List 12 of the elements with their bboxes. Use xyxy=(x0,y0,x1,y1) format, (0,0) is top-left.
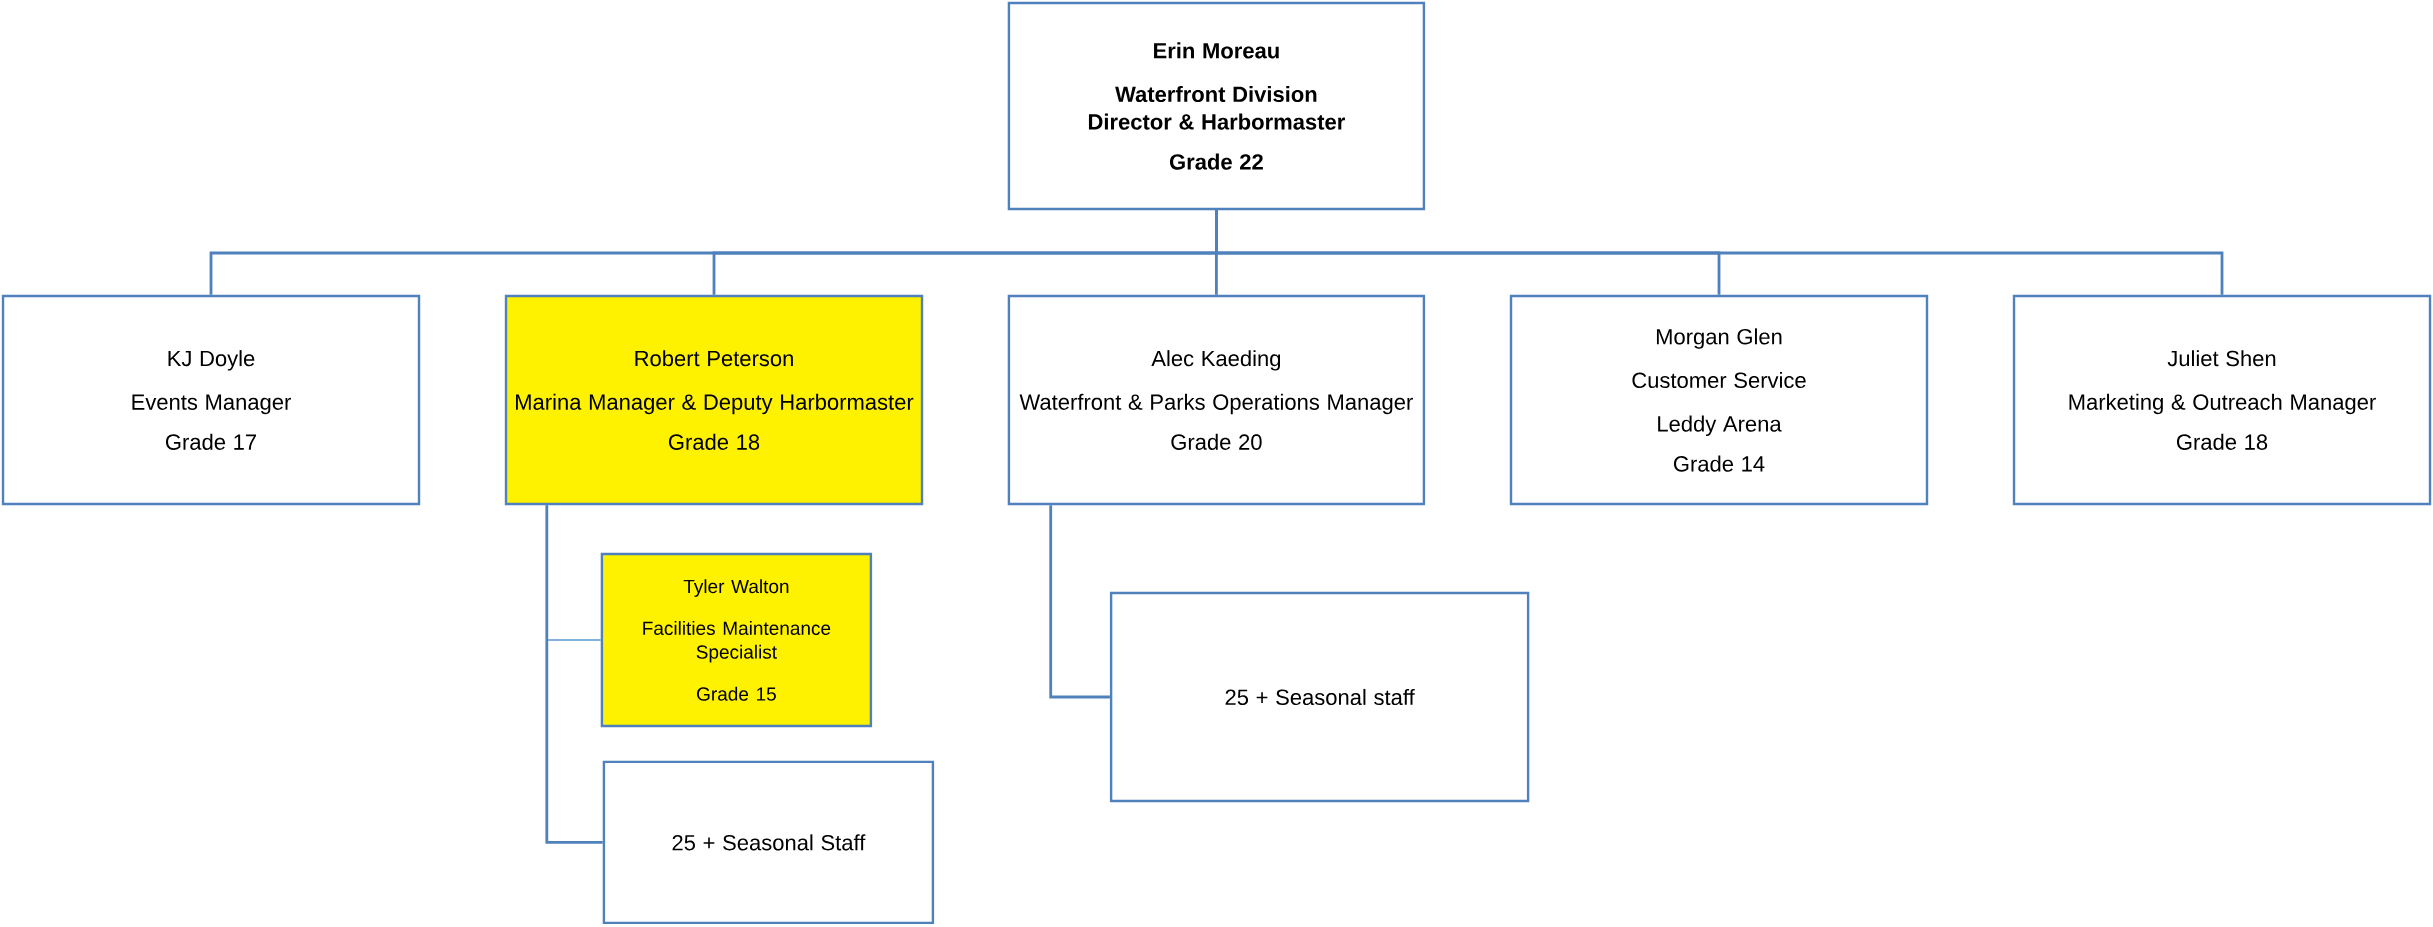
org-box: Robert Peterson Marina Manager & Deputy Harbormaster Grade 18 xyxy=(504,294,924,506)
connector-line xyxy=(545,505,603,844)
connector-line xyxy=(1215,210,2224,295)
connector-line xyxy=(1049,505,1110,699)
org-box: Tyler Walton Facilities Maintenance Specialist Grade 15 xyxy=(600,552,873,728)
org-box: 25 + Seasonal Staff xyxy=(602,760,935,925)
org-box: Morgan Glen Customer Service Leddy Arena Grade 14 xyxy=(1509,294,1929,506)
org-box: 25 + Seasonal staff xyxy=(1109,591,1530,803)
org-box: Juliet Shen Marketing & Outreach Manager Grade 18 xyxy=(2012,294,2432,506)
org-box: Erin Moreau Waterfront Division Director & Harbormaster Grade 22 xyxy=(1007,1,1426,211)
org-box: Alec Kaeding Waterfront & Parks Operations Manager Grade 20 xyxy=(1007,294,1426,506)
org-box: KJ Doyle Events Manager Grade 17 xyxy=(1,294,421,506)
